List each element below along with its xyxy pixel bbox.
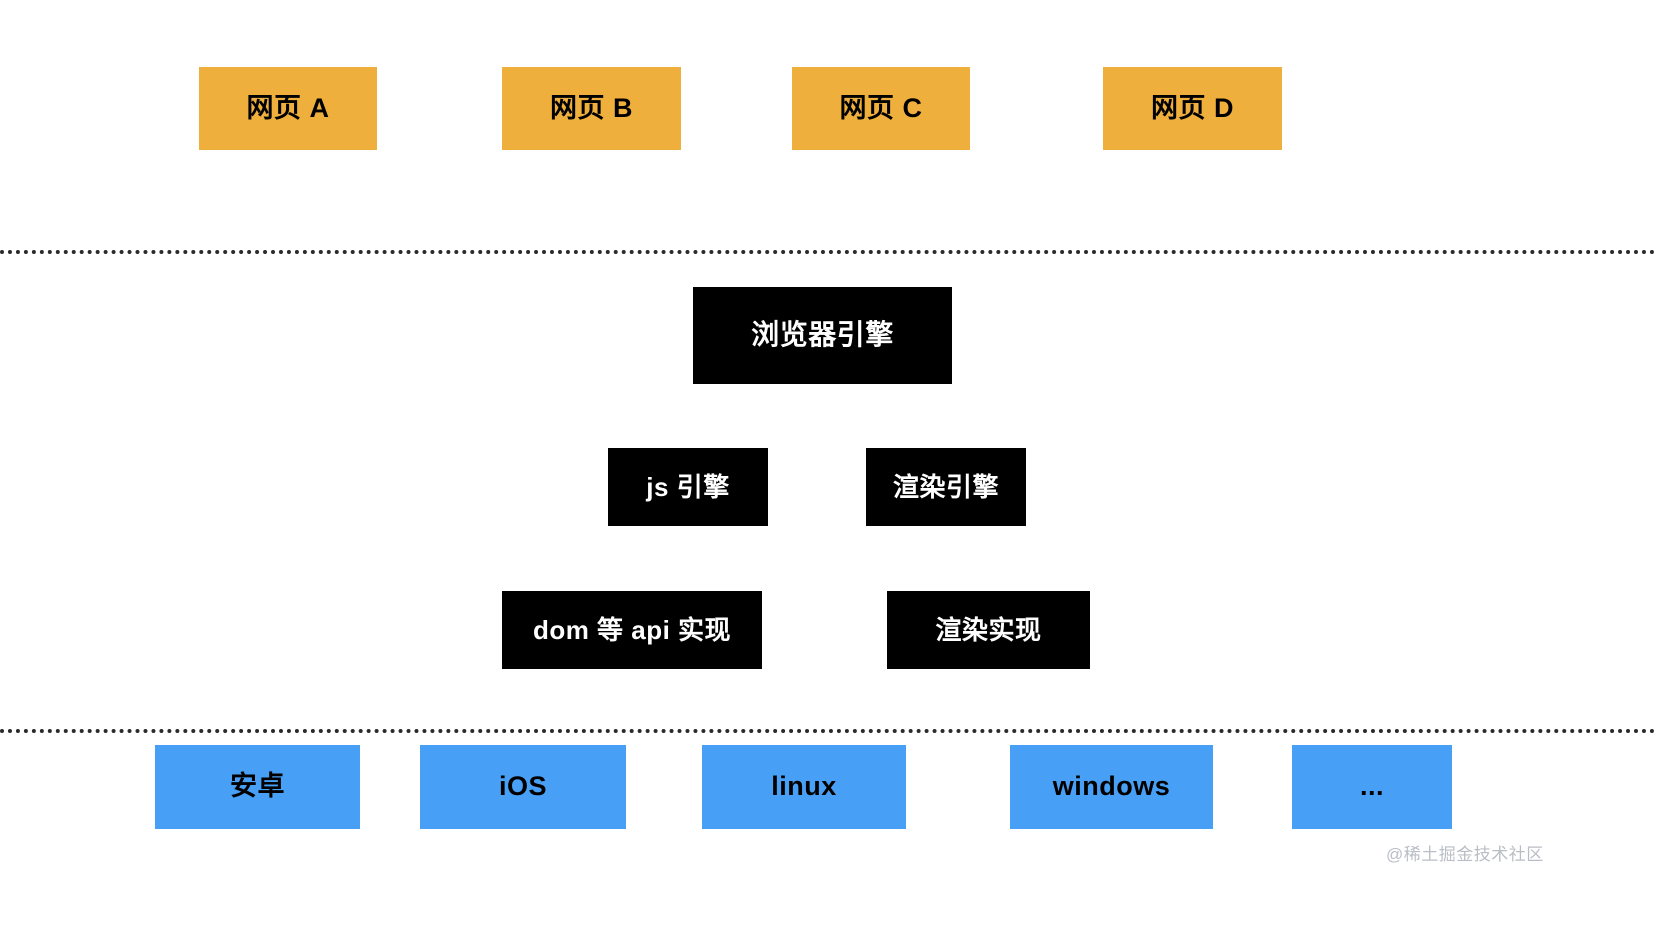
- page-box-a: 网页 A: [199, 67, 377, 150]
- platform-box-linux-label: linux: [771, 771, 837, 802]
- divider-pages-browser: [0, 250, 1656, 254]
- page-box-a-label: 网页 A: [246, 92, 330, 123]
- watermark: @稀土掘金技术社区: [1386, 845, 1544, 864]
- render-impl-box: 渲染实现: [887, 591, 1090, 669]
- platform-box-windows-label: windows: [1052, 771, 1171, 802]
- platform-box-linux: linux: [702, 745, 906, 829]
- page-box-d: 网页 D: [1103, 67, 1282, 150]
- platform-box-windows: windows: [1010, 745, 1213, 829]
- dom-api-impl-label: dom 等 api 实现: [532, 614, 732, 645]
- render-engine-box: 渲染引擎: [866, 448, 1026, 526]
- platform-box-android-label: 安卓: [230, 771, 285, 802]
- divider-browser-platform: [0, 729, 1656, 733]
- page-box-b: 网页 B: [502, 67, 681, 150]
- js-engine-label: js 引擎: [646, 471, 730, 502]
- browser-engine-label: 浏览器引擎: [751, 319, 894, 351]
- page-box-c: 网页 C: [792, 67, 970, 150]
- platform-box-more-label: ...: [1359, 771, 1384, 802]
- platform-box-ios-label: iOS: [498, 771, 547, 802]
- browser-engine-box: 浏览器引擎: [693, 287, 952, 384]
- platform-box-ios: iOS: [420, 745, 626, 829]
- js-engine-box: js 引擎: [608, 448, 768, 526]
- platform-box-android: 安卓: [155, 745, 360, 829]
- page-box-c-label: 网页 C: [839, 92, 923, 123]
- page-box-d-label: 网页 D: [1151, 92, 1234, 123]
- render-engine-label: 渲染引擎: [892, 471, 999, 502]
- page-box-b-label: 网页 B: [550, 92, 633, 123]
- render-impl-label: 渲染实现: [935, 614, 1042, 645]
- dom-api-impl-box: dom 等 api 实现: [502, 591, 762, 669]
- platform-box-more: ...: [1292, 745, 1452, 829]
